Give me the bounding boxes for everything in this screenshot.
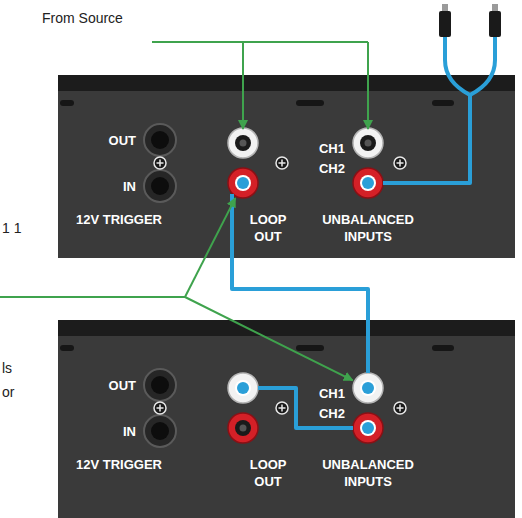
panel-label: LOOP OUT	[250, 456, 287, 490]
amp-panel	[58, 75, 515, 258]
polarity-symbol	[154, 157, 406, 169]
panel-label: OUT	[109, 377, 136, 394]
panel-label: CH2	[319, 405, 345, 422]
panel-label: UNBALANCED INPUTS	[322, 211, 414, 245]
panel-label: 12V TRIGGER	[76, 211, 162, 228]
rca-jack	[228, 373, 383, 443]
rca-cable	[232, 258, 368, 320]
panel-label: OUT	[109, 132, 136, 149]
callout-text: ls	[2, 360, 12, 377]
panel-label: CH2	[319, 160, 345, 177]
panel-label: IN	[123, 423, 136, 440]
amp-panel: OUT IN 12V TRIGGER LOOP OUT CH1CH2UNBALANCED…	[58, 75, 515, 258]
panel-label: CH1	[319, 140, 345, 157]
polarity-symbol	[154, 402, 406, 414]
panel-label: IN	[123, 178, 136, 195]
amp-panel	[58, 320, 515, 518]
trigger-jack	[144, 369, 176, 447]
amp-panel: OUT IN 12V TRIGGER LOOP OUT CH1CH2UNBALANCED…	[58, 320, 515, 518]
trigger-jack	[144, 124, 176, 202]
panel-label: UNBALANCED INPUTS	[322, 456, 414, 490]
panel-label: 12V TRIGGER	[76, 456, 162, 473]
callout-text: From Source	[42, 10, 123, 27]
rca-jack	[228, 128, 383, 198]
callout-text: or	[2, 384, 14, 401]
panel-label: CH1	[319, 385, 345, 402]
callout-text: 1 1	[2, 220, 21, 237]
panel-label: LOOP OUT	[250, 211, 287, 245]
rca-plug	[439, 4, 501, 37]
rca-cable	[232, 36, 495, 428]
leader-arrow	[0, 42, 368, 380]
